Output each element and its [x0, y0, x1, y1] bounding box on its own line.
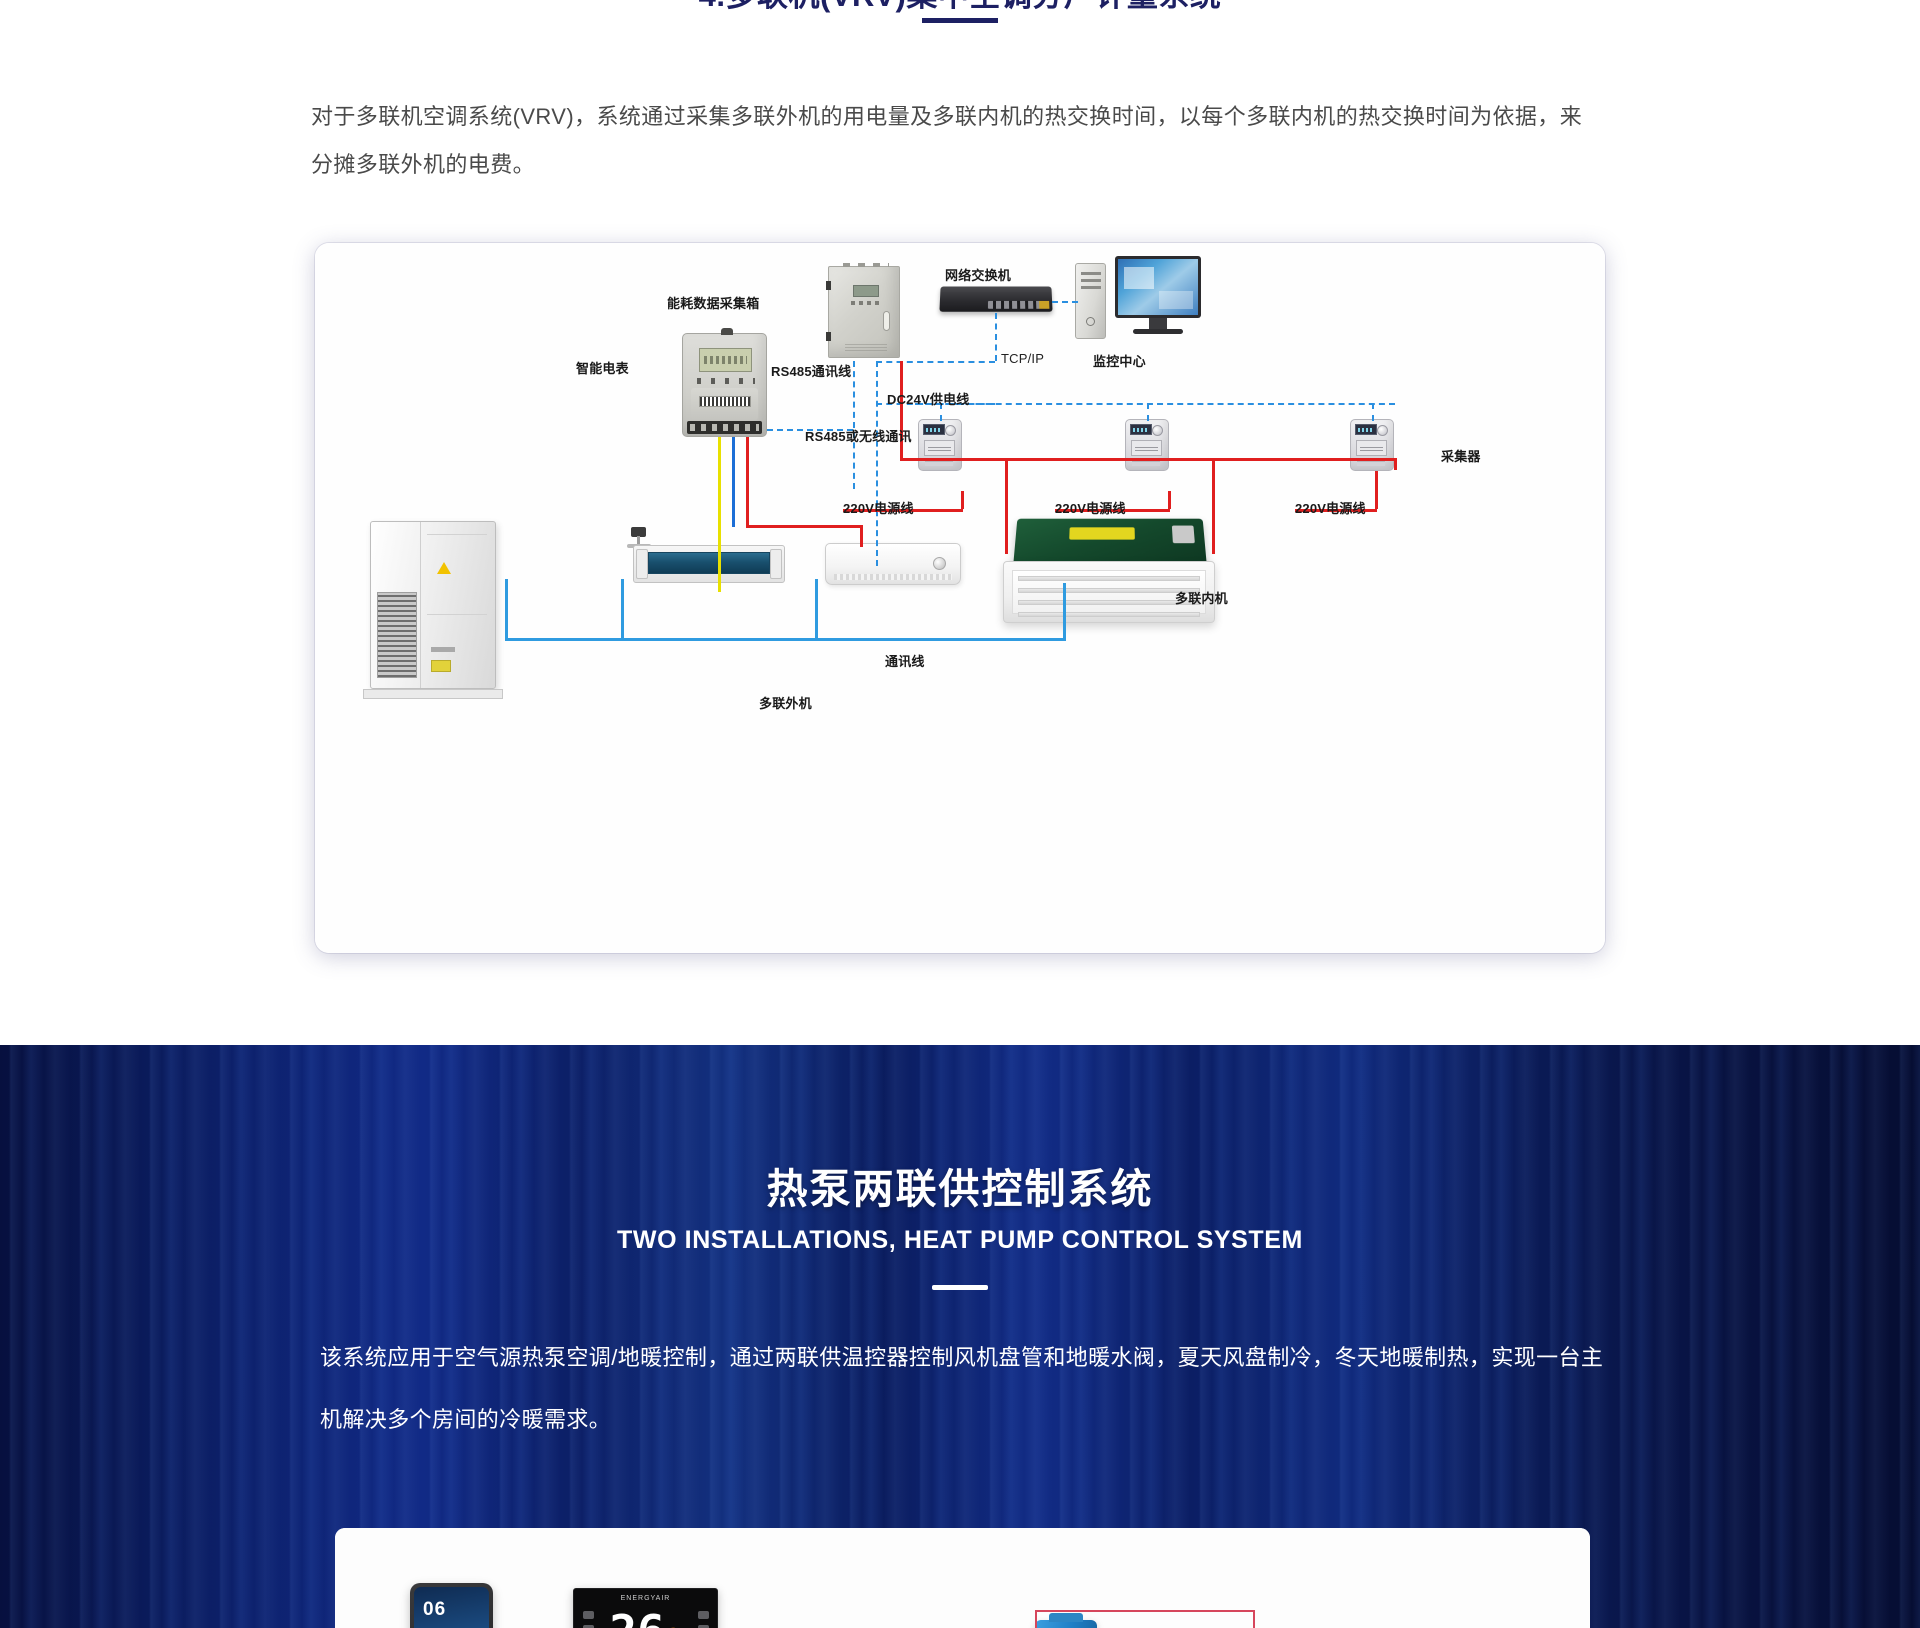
- title-underline: [922, 18, 998, 23]
- water-tank-image: [1035, 1613, 1097, 1628]
- collector-image-3: [1350, 419, 1394, 471]
- label-comm-line: 通讯线: [885, 654, 925, 669]
- wire-pink-bus: [1035, 1610, 1255, 1612]
- smartphone-image: 06: [410, 1583, 493, 1628]
- label-collector: 采集器: [1441, 449, 1481, 464]
- thermostat-temp-value: 26: [609, 1605, 664, 1628]
- collector-image-2: [1125, 419, 1169, 471]
- wire-red-drop-2: [1212, 458, 1215, 554]
- network-switch-image: [939, 286, 1053, 312]
- collector-image-1: [918, 419, 962, 471]
- wire-dashed-cabinet-down-2: [876, 361, 878, 566]
- wire-dashed-collector-3: [1372, 403, 1374, 421]
- vrv-diagram-card: 能耗数据采集箱 网络交换机 监控中心 TCP/IP 智能电表 RS485通讯线 …: [315, 243, 1605, 953]
- ducted-fan-coil-image: [633, 545, 785, 583]
- heat-pump-title-divider: [932, 1285, 988, 1290]
- wire-red-220v-3: [1295, 509, 1377, 512]
- label-220v-power-3: 220V电源线: [1295, 501, 1366, 516]
- monitor-stand: [1149, 318, 1167, 330]
- label-220v-power-2: 220V电源线: [1055, 501, 1126, 516]
- wire-dashed-collector-bus: [915, 403, 1395, 405]
- wire-yellow-ground: [718, 437, 721, 592]
- wire-pink-right-drop: [1253, 1610, 1255, 1628]
- vrv-description: 对于多联机空调系统(VRV)，系统通过采集多联外机的用电量及多联内机的热交换时间…: [311, 104, 1583, 177]
- label-network-switch: 网络交换机: [945, 268, 1012, 283]
- wire-cyan-wall-up: [815, 579, 818, 641]
- thermostat-temperature-display: 260: [574, 1609, 717, 1628]
- heat-pump-section: 热泵两联供控制系统 TWO INSTALLATIONS, HEAT PUMP C…: [0, 1045, 1920, 1628]
- wall-mounted-indoor-unit-image: [825, 543, 961, 585]
- phone-time-label: 06: [423, 1599, 447, 1620]
- label-tcpip: TCP/IP: [1001, 351, 1045, 366]
- wire-red-drop-3: [1394, 458, 1397, 470]
- monitor-image: [1115, 256, 1201, 318]
- label-220v-power-1: 220V电源线: [843, 501, 914, 516]
- monitor-base: [1133, 329, 1183, 334]
- label-outdoor-unit: 多联外机: [759, 696, 812, 711]
- wire-cyan-comm-bus: [505, 638, 1065, 641]
- wire-cyan-outdoor-left: [505, 579, 508, 641]
- wire-red-meter: [746, 437, 749, 527]
- thermostat-right-buttons[interactable]: [695, 1611, 711, 1628]
- wire-red-dc24v-riser: [900, 361, 903, 461]
- label-dc24v-power-line: DC24V供电线: [887, 392, 970, 407]
- wire-red-collector-1: [961, 491, 964, 509]
- heat-pump-title: 热泵两联供控制系统: [766, 1166, 1154, 1212]
- vrv-title-wrapper: 4.多联机(VRV)集中空调分户计量系统: [0, 0, 1920, 23]
- wire-red-collector-3: [1375, 471, 1378, 509]
- wire-dashed-switch-down: [995, 313, 997, 361]
- label-rs485-or-wireless: RS485或无线通讯: [805, 429, 912, 444]
- wire-dashed-cabinet-down: [853, 361, 855, 489]
- thermostat-brand-label: ENERGYAIR: [620, 1595, 671, 1602]
- outdoor-unit-base: [363, 689, 503, 699]
- wire-dashed-switch-to-pc: [1052, 301, 1078, 303]
- thermostat-temp-decimal: 0: [665, 1622, 682, 1628]
- wire-dashed-collector-2: [1147, 403, 1149, 421]
- label-energy-box: 能耗数据采集箱: [667, 296, 760, 311]
- heat-pump-diagram-card: 06 ENERGYAIR 260: [335, 1528, 1590, 1628]
- vrv-section: 4.多联机(VRV)集中空调分户计量系统 对于多联机空调系统(VRV)，系统通过…: [0, 0, 1920, 953]
- wire-red-drop-1: [1005, 458, 1008, 554]
- smart-meter-image: [682, 328, 767, 437]
- wire-red-meter-branch-down: [860, 525, 863, 547]
- energy-data-collection-box-image: [826, 263, 900, 358]
- wire-pink-tank-riser: [1035, 1610, 1037, 1628]
- heat-pump-diagram: 06 ENERGYAIR 260: [335, 1528, 1590, 1628]
- wire-red-220v-1: [843, 509, 963, 512]
- label-indoor-unit: 多联内机: [1175, 591, 1228, 606]
- heat-pump-description: 该系统应用于空气源热泵空调/地暖控制，通过两联供温控器控制风机盘管和地暖水阀，夏…: [320, 1345, 1604, 1432]
- page-title: 4.多联机(VRV)集中空调分户计量系统: [0, 0, 1920, 18]
- thermostat-image: ENERGYAIR 260: [573, 1588, 718, 1628]
- wire-red-meter-branch: [746, 525, 862, 528]
- wire-dashed-tcpip-top: [876, 361, 995, 363]
- wire-blue-meter: [732, 437, 735, 527]
- wire-cyan-outdoor-up: [621, 579, 624, 641]
- wire-red-collector-2: [1168, 491, 1171, 509]
- pc-tower-image: [1075, 263, 1106, 339]
- vrv-diagram: 能耗数据采集箱 网络交换机 监控中心 TCP/IP 智能电表 RS485通讯线 …: [315, 243, 1605, 953]
- heat-pump-subtitle: TWO INSTALLATIONS, HEAT PUMP CONTROL SYS…: [617, 1226, 1303, 1254]
- label-rs485-comm-line: RS485通讯线: [771, 364, 852, 379]
- cassette-unit-panel-image: [1003, 561, 1215, 623]
- wire-dashed-meter-to-cabinet: [767, 429, 853, 431]
- wire-cyan-cassette-up: [1063, 583, 1066, 641]
- wire-red-220v-2: [1055, 509, 1170, 512]
- wire-red-dc24v-bus: [900, 458, 1397, 461]
- vrv-outdoor-unit-image: [370, 521, 496, 689]
- label-monitoring-center: 监控中心: [1093, 354, 1146, 369]
- wire-dashed-collector-1: [940, 403, 942, 421]
- thermostat-left-buttons[interactable]: [580, 1611, 596, 1628]
- label-smart-meter: 智能电表: [576, 361, 629, 376]
